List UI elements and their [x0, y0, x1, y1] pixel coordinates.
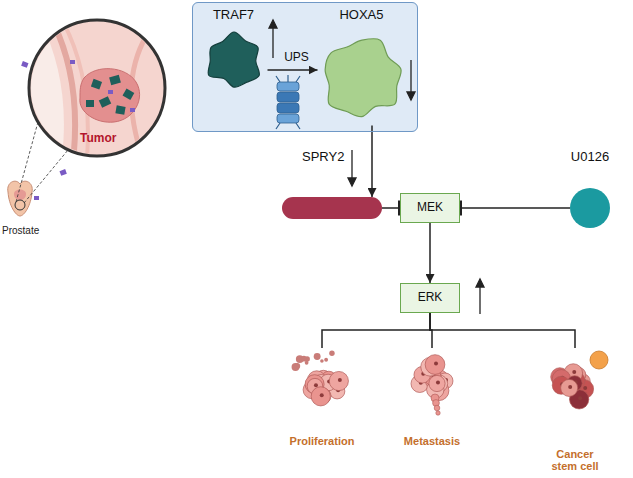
- outcome-label: Cancer stem cell: [551, 448, 599, 473]
- kinase-box: MEK: [400, 193, 460, 223]
- cell-cluster: [411, 355, 453, 416]
- pill-shape: [282, 197, 382, 219]
- proteasome-icon: [276, 75, 300, 129]
- node-label: SPRY2: [302, 150, 344, 165]
- pathway-panel: TRAF7 HOXA5: [192, 2, 418, 132]
- protein-blob: TRAF7: [200, 8, 268, 92]
- organ-label: Prostate: [2, 225, 39, 236]
- protein-shape: [208, 31, 259, 86]
- node-label: HOXA5: [339, 8, 383, 23]
- protein-shape: [325, 38, 401, 116]
- label-holder: Prostate: [2, 220, 39, 238]
- outcome-illustration: Proliferation: [282, 348, 363, 448]
- drug-circle: U0126: [560, 150, 620, 229]
- node-shape: [318, 8, 406, 126]
- edge-label: UPS: [284, 50, 309, 64]
- zoom-circle: [29, 20, 165, 170]
- scattered-molecules: [21, 61, 67, 200]
- edge-label-holder: UPS: [284, 47, 309, 65]
- tumor-label: Tumor: [80, 131, 116, 145]
- node-shape: [392, 348, 472, 448]
- cell-cluster: [291, 350, 348, 405]
- outcome-illustration: Metastasis: [392, 348, 472, 448]
- kinase-box: ERK: [400, 283, 460, 313]
- panel-ground: [192, 2, 418, 132]
- node-label: TRAF7: [213, 8, 254, 23]
- bracket-line: [430, 313, 575, 348]
- trend-arrows: [269, 20, 484, 314]
- inhibition-line: [460, 207, 570, 209]
- cell-cluster: [551, 351, 608, 409]
- bracket-line: [322, 313, 430, 348]
- activation-arrow: [429, 223, 431, 283]
- node-label: MEK: [417, 201, 443, 215]
- drug-shape: [570, 188, 610, 228]
- node-label: ERK: [418, 291, 443, 305]
- outcome-illustration: Cancer stem cell: [530, 348, 620, 473]
- inhibitor-protein: SPRY2: [282, 150, 382, 220]
- label-holder: Tumor: [80, 128, 116, 146]
- outcome-label: Metastasis: [404, 435, 460, 448]
- inhibition-line: [382, 207, 400, 209]
- node-shape: [282, 348, 363, 448]
- node-label: U0126: [571, 150, 609, 165]
- activation-arrow: [371, 126, 373, 198]
- activation-arrow: [268, 69, 318, 71]
- protein-blob: HOXA5: [318, 8, 406, 126]
- outcome-label: Proliferation: [290, 435, 355, 448]
